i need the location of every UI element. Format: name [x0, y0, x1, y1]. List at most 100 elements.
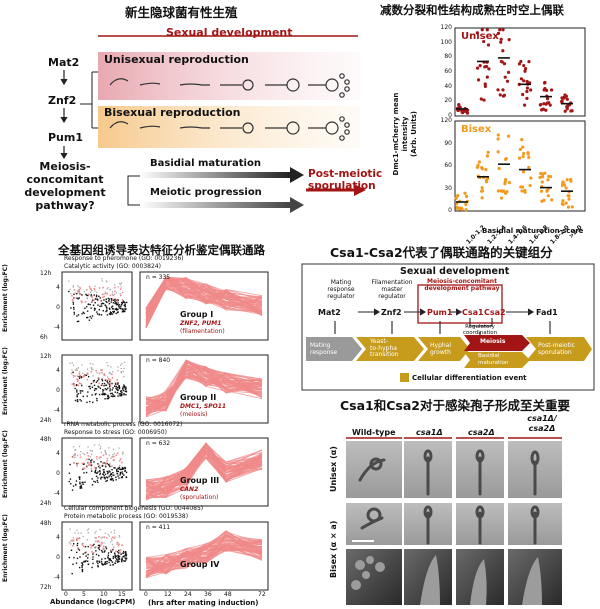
gene-znf2: Znf2: [48, 94, 77, 107]
stage-meiosis: [464, 335, 530, 351]
bisex-point: [520, 138, 524, 142]
unisex-point: [487, 67, 491, 71]
unisex-point: [476, 78, 481, 82]
d-gene-znf2: Znf2: [381, 308, 402, 317]
bisex-point: [565, 178, 569, 182]
trajectory-line: [145, 375, 263, 417]
panel-d-title: Csa1-Csa2代表了偶联通路的关键组分: [330, 245, 553, 260]
bisex-point: [542, 198, 546, 202]
bisex-point: [526, 151, 530, 155]
trajectory-line: [145, 445, 263, 495]
legend-label: Cellular differentiation event: [412, 374, 527, 382]
bisex-point: [485, 154, 490, 158]
unisex-point: [521, 92, 525, 97]
left-y-tick: 0: [56, 470, 60, 477]
d-gene-pum1: Pum1: [427, 308, 453, 317]
unisex-point: [478, 64, 482, 68]
bracket: [80, 71, 98, 129]
unisex-point: [498, 28, 502, 32]
legend-swatch: [400, 373, 409, 382]
panel-c-xlabel-right: (hrs after mating induction): [148, 599, 259, 607]
bisex-label: Bisexual reproduction: [104, 106, 241, 119]
unisex-point: [461, 110, 465, 115]
bisex-point: [506, 134, 511, 138]
unisex-point: [483, 82, 487, 86]
bisex-point: [539, 171, 543, 176]
ma-plot-frame: [61, 521, 133, 591]
bi_ticks-tick: 60: [444, 162, 452, 169]
unisex-point: [565, 107, 569, 111]
left-y-tick: 0: [56, 387, 60, 394]
trajectory-line: [145, 378, 263, 408]
group-name: Group I: [180, 310, 214, 319]
stage-basidial: [464, 352, 530, 368]
trajectory-line: [145, 276, 263, 313]
bisex-point: [484, 180, 489, 184]
stage-label-meiosis: Meiosis: [480, 338, 506, 345]
bisex-point: [496, 137, 500, 141]
unisex-point: [563, 109, 567, 113]
unisex-point: [570, 109, 574, 113]
bisex-point: [521, 145, 525, 149]
bi_ticks-tick: 30: [444, 184, 452, 192]
bisex-point: [519, 185, 523, 189]
trajectory-line: [145, 372, 263, 403]
trajectory-line: [145, 448, 263, 498]
bisex-point: [496, 189, 500, 193]
y-bot-label: 72h: [40, 584, 52, 591]
bi_ticks-tick: 0: [448, 207, 452, 214]
unisex-point: [519, 77, 524, 81]
left-x-tick: 0: [64, 591, 68, 598]
left-y-tick: 4: [56, 284, 60, 291]
bisex-point: [463, 191, 467, 195]
bisex-point: [507, 180, 511, 185]
bisex-plot-frame: [454, 120, 586, 212]
bisex-point: [464, 194, 469, 199]
bi_ticks-tick: 90: [444, 139, 452, 147]
sexual-dev-label: Sexual development: [166, 26, 293, 39]
d-gene-csa2: Csa2: [484, 308, 506, 317]
unisex-point: [475, 31, 479, 35]
bisex-point: [547, 174, 551, 179]
trajectory-line: [145, 277, 263, 320]
panel-e-title: Csa1和Csa2对于感染孢子形成至关重要: [340, 398, 570, 413]
unisex-point: [457, 103, 461, 107]
meiotic-label: Meiotic progression: [150, 187, 262, 198]
uni_ticks-tick: 120: [440, 24, 452, 31]
right-x-tick: 12: [164, 591, 172, 598]
unisex-point: [522, 63, 526, 68]
bisex-point: [550, 198, 554, 202]
head-pathway: Meiosis-concomitant development pathway: [424, 278, 500, 292]
unisex-tag: Unisex: [461, 31, 499, 42]
bisex-point: [546, 178, 550, 182]
unisex-point: [482, 39, 486, 44]
unisex-point: [543, 86, 547, 91]
bisex-tag: Bisex: [461, 124, 492, 135]
unisex-structures: [109, 73, 350, 98]
stage-label-basidial: Basidial maturation: [478, 353, 509, 366]
trajectory-line: [145, 368, 263, 412]
panel-a-title: 新生隐球菌有性生殖: [125, 5, 238, 20]
pathway-box: [417, 284, 503, 324]
pathway-label: Meiosis-concomitant development pathway?: [24, 160, 106, 212]
group-n: n = 840: [146, 357, 171, 364]
uni_ticks-tick: 100: [440, 38, 452, 46]
bisex-point: [540, 175, 545, 179]
trajectory-line: [145, 548, 263, 569]
unisex-point: [525, 89, 529, 94]
head-filament: Filamentation master regulator: [371, 279, 413, 300]
trajectory-line: [145, 534, 263, 564]
group-n: n = 632: [146, 440, 171, 447]
y-bot-label: 24h: [40, 417, 52, 424]
bisex-point: [505, 190, 509, 194]
unisex-point: [479, 97, 483, 101]
trajectory-line: [145, 539, 263, 574]
bisex-point: [521, 170, 526, 174]
left-y-tick: 4: [56, 450, 60, 457]
trajectory-line: [145, 531, 263, 579]
col-csa1: csa1Δ: [416, 428, 443, 437]
bisex-point: [561, 180, 565, 184]
y-bot-label: 6h: [40, 334, 48, 341]
